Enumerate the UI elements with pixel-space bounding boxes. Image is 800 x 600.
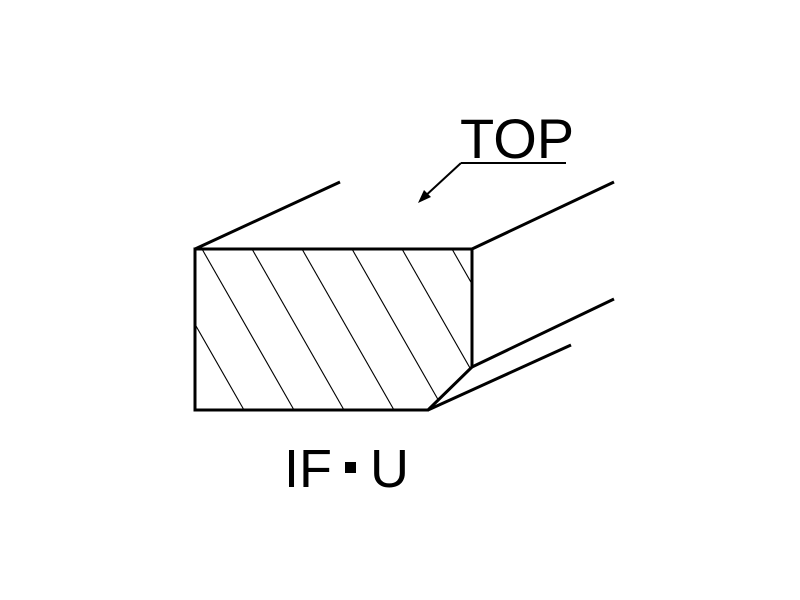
hatch-line (251, 249, 345, 410)
hatch-line (301, 249, 395, 410)
edge-chamfer-top (471, 297, 615, 369)
leader-line (421, 162, 462, 200)
hatch-line (451, 249, 472, 410)
part-code-left: IF (284, 439, 332, 499)
edge-bottom-right (427, 343, 572, 412)
hatch-line (195, 249, 245, 410)
perspective-edges (194, 180, 615, 412)
top-label: TOP (460, 107, 574, 170)
part-code-right: U (370, 439, 409, 499)
hatch-line (201, 249, 295, 410)
part-code-separator-icon (345, 462, 356, 473)
section-outline (193, 247, 474, 412)
section-hatching (195, 249, 472, 410)
leader-arrow-icon (418, 190, 431, 203)
hatch-line (401, 249, 472, 410)
top-leader (421, 162, 566, 200)
hatch-line (351, 249, 445, 410)
edge-top-right (471, 180, 615, 251)
edge-top-left (194, 180, 341, 251)
